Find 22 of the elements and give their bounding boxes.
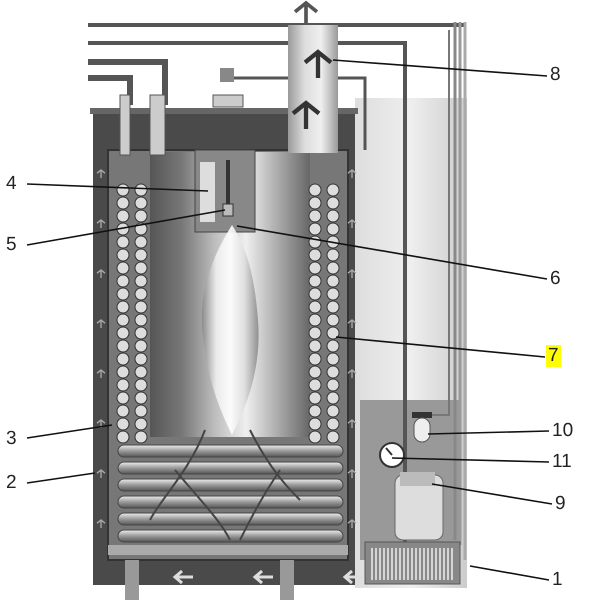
callout-number: 7 xyxy=(546,345,561,367)
leader-line xyxy=(432,483,552,505)
callout-number: 11 xyxy=(550,451,574,473)
callout-number: 4 xyxy=(4,173,19,195)
callout-number: 2 xyxy=(4,472,19,494)
leader-line xyxy=(26,472,96,484)
leader-line xyxy=(26,183,208,192)
leader-line xyxy=(336,336,546,358)
callout-number: 8 xyxy=(548,64,563,86)
callout-number: 10 xyxy=(550,420,576,442)
leader-line xyxy=(26,209,226,246)
leader-line xyxy=(428,430,550,435)
callout-number: 3 xyxy=(4,428,19,450)
leader-line xyxy=(392,457,550,463)
callout-number: 5 xyxy=(4,234,19,256)
callout-number: 6 xyxy=(548,268,563,290)
leader-line xyxy=(236,225,548,280)
leader-line xyxy=(332,59,548,77)
callout-number: 9 xyxy=(553,493,568,515)
leader-line xyxy=(470,565,550,581)
callout-number: 1 xyxy=(550,569,565,591)
leader-line xyxy=(26,424,112,439)
